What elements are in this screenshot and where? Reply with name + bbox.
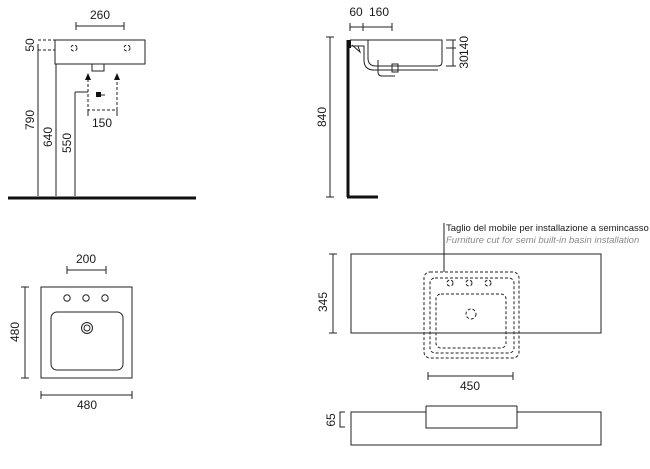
front-pipe-spacing-dim: 150 [92,116,112,130]
front-waste-outlet [96,92,101,97]
front-tap-hole-left [70,44,78,52]
plan-basin-outline [40,286,133,379]
plan-width-dim: 480 [77,398,97,412]
plan-bowl-outline [50,311,124,371]
side-height-dim: 840 [315,107,329,127]
side-front-dim-b: 140 [457,36,471,56]
countertop-cut-width-dim: 450 [460,379,480,393]
front-tap-hole-right [123,44,131,52]
side-wall-gap-dim: 60 [349,5,363,19]
side-basin-profile [350,39,443,67]
plan-drain [81,322,93,334]
front-top-dim: 50 [23,38,37,52]
cutout-tap-hole-left [446,279,454,287]
front-view: 260 50 790 640 550 150 [8,8,196,200]
countertop-thickness-dim: 65 [324,413,338,427]
cutout-tap-hole-center [465,279,473,287]
cutout-tap-hole-right [484,279,492,287]
cut-note-english: Furniture cut for semi built-in basin in… [446,235,639,246]
cut-note-italian: Taglio del mobile per installazione a se… [446,223,649,234]
plan-tap-hole-right [101,294,109,302]
plan-tap-hole-left [63,294,71,302]
front-supply-valve-right [114,73,120,80]
side-view: 840 60 160 30 140 [315,5,471,199]
front-supply-valve-left [85,73,91,80]
plan-tap-hole-center [82,294,90,302]
front-pipe-height-dim: 550 [60,133,74,153]
front-rim-height-dim: 640 [41,127,55,147]
front-drain-spigot [91,63,105,72]
countertop-cutout [423,271,520,359]
countertop-bowl [435,293,507,349]
plan-taps-dim: 200 [76,252,96,266]
countertop-outline [350,253,602,334]
front-width-dim: 260 [90,8,110,22]
front-total-height-dim: 790 [23,110,37,130]
countertop-depth-dim: 345 [316,292,330,312]
countertop-section [350,411,602,446]
countertop-view: Taglio del mobile per installazione a se… [316,223,649,446]
front-supply-pipes [87,79,118,111]
side-drain [391,63,399,73]
side-trap [377,60,395,77]
front-basin-outline [54,39,146,65]
plan-height-dim: 480 [8,322,22,342]
side-front-dim-a: 30 [457,55,471,69]
cutout-drain [465,308,477,320]
plan-view: 200 480 480 [8,252,133,412]
side-depth-dim: 160 [369,5,389,19]
